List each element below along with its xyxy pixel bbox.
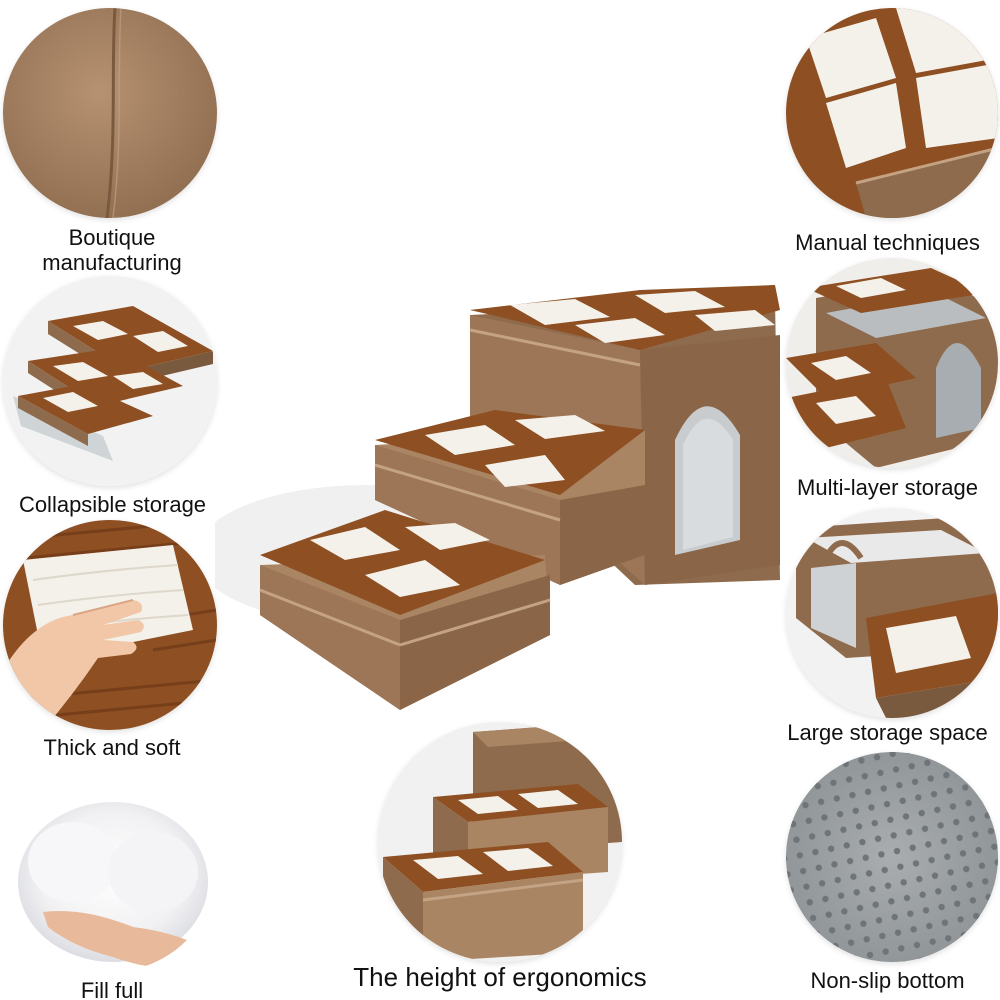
multi-layer-storage-label: Multi-layer storage (797, 475, 978, 500)
large-storage-space-label: Large storage space (787, 720, 988, 745)
manual-techniques-image (786, 8, 998, 218)
ergonomic-height-image (378, 722, 622, 962)
boutique-line1: Boutique (68, 225, 156, 250)
fill-full-image (3, 762, 217, 972)
cotton-fill-icon (3, 762, 217, 972)
open-storage-box-icon (786, 258, 998, 468)
dotted-grip-icon (786, 752, 998, 962)
folded-steps-icon (3, 276, 217, 486)
stitched-corner-icon (786, 8, 998, 218)
pet-stairs-product-image (215, 255, 800, 730)
thick-and-soft-label: Thick and soft (43, 735, 181, 760)
large-storage-space-image (786, 508, 998, 718)
collapsible-storage-label: Collapsible storage (18, 492, 207, 517)
multi-layer-storage-image (786, 258, 998, 468)
non-slip-bottom-label: Non-slip bottom (810, 968, 965, 993)
manual-techniques-label: Manual techniques (795, 230, 980, 255)
collapsible-storage-image (3, 276, 217, 486)
fill-full-label: Fill full (80, 978, 144, 1000)
hand-pressing-cushion-icon (3, 520, 217, 730)
step-height-icon (378, 722, 622, 962)
storage-interior-icon (786, 508, 998, 718)
boutique-line2: manufacturing (42, 250, 182, 275)
boutique-manufacturing-image (3, 8, 217, 218)
ergonomics-label: The height of ergonomics (353, 962, 647, 992)
boutique-manufacturing-label: Boutique manufacturing (12, 225, 212, 275)
felt-fabric-icon (3, 8, 217, 218)
non-slip-bottom-image (786, 752, 998, 962)
pet-stairs-icon (215, 285, 780, 710)
thick-and-soft-image (3, 520, 217, 730)
